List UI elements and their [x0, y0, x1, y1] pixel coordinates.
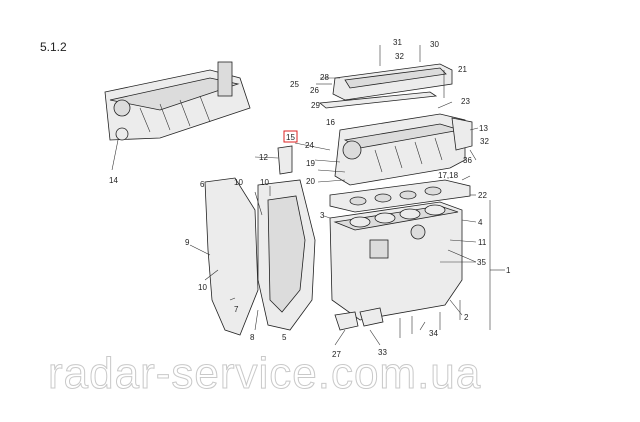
callout-16: 16: [326, 118, 335, 127]
callout-36: 36: [463, 156, 472, 165]
callout-17-18: 17,18: [438, 171, 459, 180]
bearing-caps: [334, 300, 461, 338]
callout-2: 2: [464, 313, 469, 322]
callout-15: 15: [286, 133, 295, 142]
callout-34: 34: [429, 329, 438, 338]
callout-20: 20: [306, 177, 315, 186]
valve-cover: [320, 45, 453, 101]
callout-5: 5: [282, 333, 287, 342]
callout-22: 22: [478, 191, 487, 200]
callout-26: 26: [310, 86, 319, 95]
valve-cover-gasket: [319, 91, 438, 109]
callout-6: 6: [200, 180, 205, 189]
callout-3: 3: [320, 211, 325, 220]
callout-7: 7: [234, 305, 239, 314]
callout-32-top: 32: [395, 52, 404, 61]
timing-cover: [204, 177, 259, 336]
callout-23: 23: [461, 97, 470, 106]
callout-27: 27: [332, 350, 341, 359]
callout-35: 35: [477, 258, 486, 267]
callout-28: 28: [320, 73, 329, 82]
callout-8: 8: [250, 333, 255, 342]
callout-labels: 14 31 30 32 21 28 25 26 29 23 15 16 24 1…: [109, 38, 511, 359]
callout-21: 21: [458, 65, 467, 74]
cylinder-head: [334, 113, 473, 186]
callout-33: 33: [378, 348, 387, 357]
highlight-box: [283, 130, 298, 143]
assembled-cylinder-head: [104, 61, 251, 171]
engine-block: [329, 201, 463, 321]
callout-10-b: 10: [260, 178, 269, 187]
section-number: 5.1.2: [40, 40, 67, 54]
callout-25: 25: [290, 80, 299, 89]
watermark-text: radar-service.com.ua: [48, 349, 481, 398]
callout-1: 1: [506, 266, 511, 275]
callout-13: 13: [479, 124, 488, 133]
callout-9: 9: [185, 238, 190, 247]
leader-lines: [189, 83, 505, 346]
callout-14: 14: [109, 176, 118, 185]
callout-24: 24: [305, 141, 314, 150]
callout-12: 12: [259, 153, 268, 162]
callout-4: 4: [478, 218, 483, 227]
callout-11: 11: [478, 238, 487, 247]
callout-10-c: 10: [198, 283, 207, 292]
callout-32-right: 32: [480, 137, 489, 146]
callout-19: 19: [306, 159, 315, 168]
bracket-part: [277, 145, 293, 175]
rear-cover-gasket: [267, 195, 306, 313]
callout-31: 31: [393, 38, 402, 47]
callout-10-a: 10: [234, 178, 243, 187]
callout-29: 29: [311, 101, 320, 110]
callout-30: 30: [430, 40, 439, 49]
head-gasket: [329, 179, 471, 213]
